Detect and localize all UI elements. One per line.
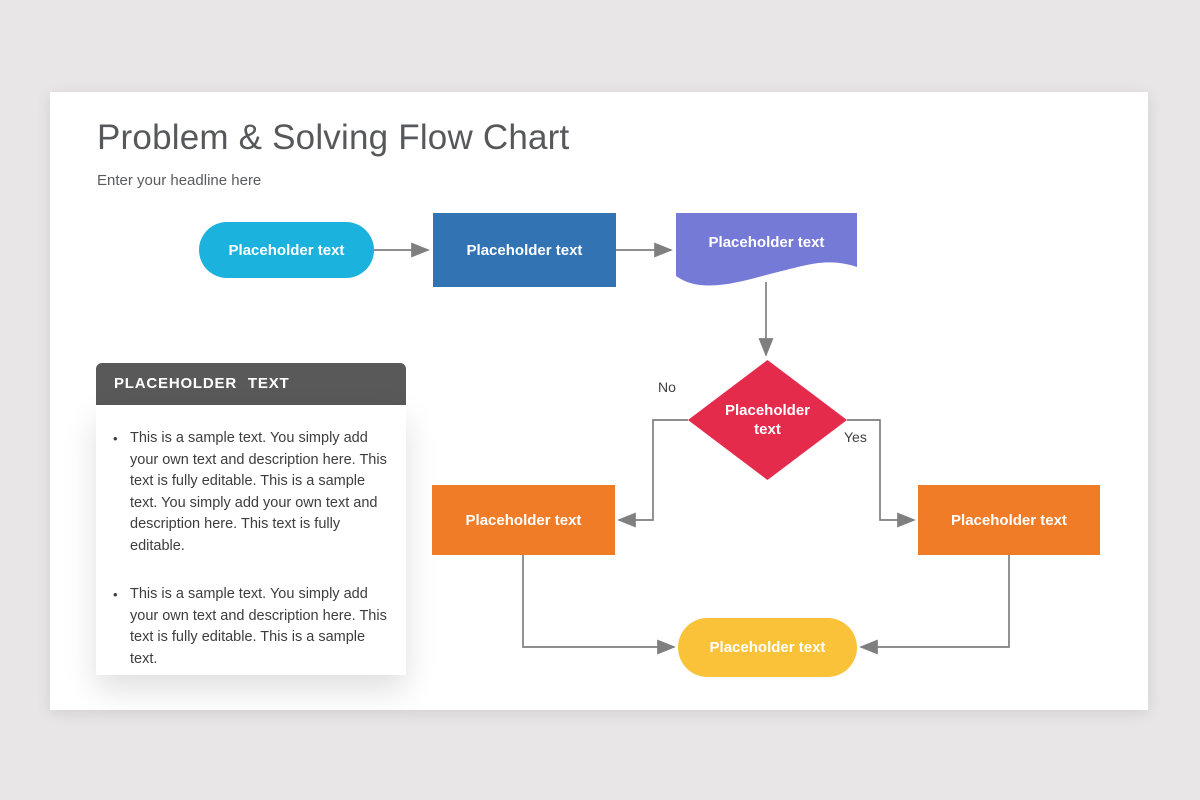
flow-node-process[interactable]: Placeholder text [433,213,616,287]
node-label: Placeholder text [465,511,582,529]
bullet-item: This is a sample text. You simply add yo… [113,428,392,557]
edge-label-yes: Yes [844,429,867,445]
node-label: Placeholder text [708,234,825,251]
document-wave-shape [676,213,857,286]
node-label: Placeholder text [724,402,811,438]
slide-canvas: Problem & Solving Flow Chart Enter your … [50,92,1148,710]
flow-node-no-branch[interactable]: Placeholder text [432,485,615,555]
flow-node-end[interactable]: Placeholder text [678,618,857,677]
flow-node-decision[interactable]: Placeholder text [688,360,847,480]
page-title: Problem & Solving Flow Chart [97,118,570,157]
bullet-list: This is a sample text. You simply add yo… [113,428,392,670]
flow-node-yes-branch[interactable]: Placeholder text [918,485,1100,555]
edge-yes-branch-to-end [859,555,1010,655]
node-label: Placeholder text [466,241,583,259]
edge-decision-no [617,419,688,528]
card-body: This is a sample text. You simply add yo… [96,405,406,675]
bullet-item: This is a sample text. You simply add yo… [113,584,392,670]
node-label: Placeholder text [951,511,1067,529]
placeholder-text-card: PLACEHOLDER TEXT This is a sample text. … [96,363,406,675]
flow-node-start[interactable]: Placeholder text [199,222,374,278]
card-header: PLACEHOLDER TEXT [96,363,406,405]
edge-no-branch-to-end [522,555,676,655]
node-label: Placeholder text [709,639,826,656]
node-label: Placeholder text [228,241,345,259]
edge-label-no: No [658,379,676,395]
flow-node-document[interactable]: Placeholder text [676,213,857,288]
page-subtitle: Enter your headline here [97,172,262,189]
